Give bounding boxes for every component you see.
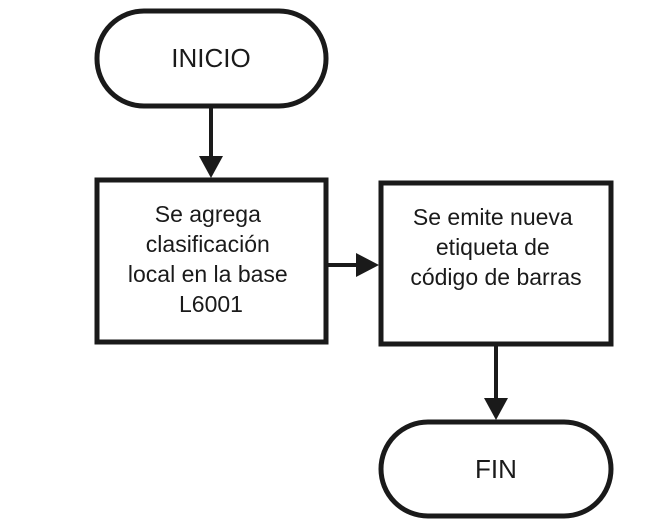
connector-start-to-step1 bbox=[199, 106, 223, 178]
process-step2-line: etiqueta de bbox=[436, 234, 550, 260]
end-terminal: FIN bbox=[378, 419, 614, 519]
process-box-shape bbox=[378, 180, 614, 347]
start-terminal-label: INICIO bbox=[171, 43, 250, 73]
process-step-emit-barcode: Se emite nueva etiqueta de código de bar… bbox=[378, 180, 614, 347]
arrowhead-down-icon bbox=[484, 398, 508, 420]
end-terminal-label: FIN bbox=[475, 454, 517, 484]
process-step1-line: Se agrega bbox=[155, 201, 261, 227]
end-terminal-shape bbox=[378, 419, 614, 519]
process-step1-line: L6001 bbox=[179, 291, 243, 317]
start-terminal: INICIO bbox=[94, 8, 329, 109]
process-step2-line: código de barras bbox=[410, 264, 581, 290]
connector-step1-to-step2 bbox=[326, 253, 379, 277]
process-step1-line: clasificación bbox=[146, 231, 270, 257]
process-step1-text: Se agrega clasificación local en la base… bbox=[128, 201, 294, 317]
arrowhead-down-icon bbox=[199, 156, 223, 178]
process-step2-line: Se emite nueva bbox=[413, 204, 573, 230]
process-box-shape bbox=[94, 177, 329, 345]
connector-step2-to-end bbox=[484, 344, 508, 420]
process-step1-line: local en la base bbox=[128, 261, 288, 287]
arrowhead-right-icon bbox=[356, 253, 379, 277]
process-step2-text: Se emite nueva etiqueta de código de bar… bbox=[410, 204, 581, 290]
process-step-add-classification: Se agrega clasificación local en la base… bbox=[94, 177, 329, 345]
